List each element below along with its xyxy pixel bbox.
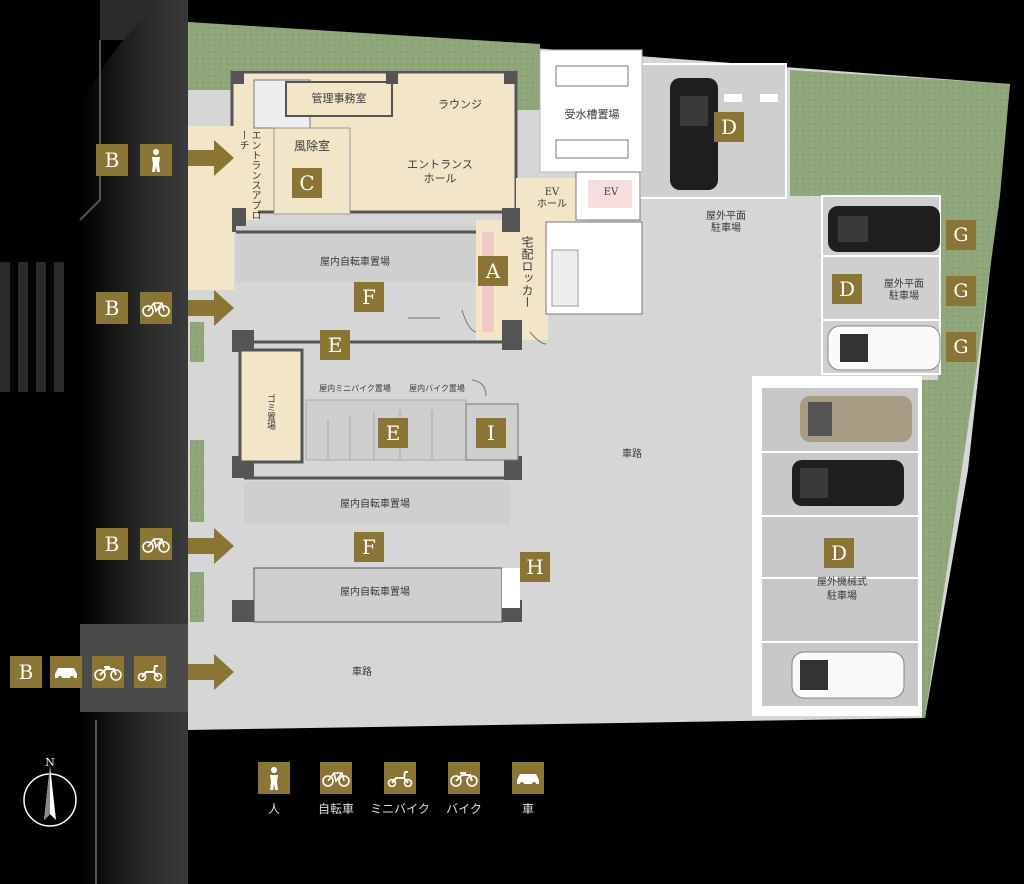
north-arrow-shape	[23, 766, 77, 827]
flat-parking-label-2a: 屋外平面	[884, 279, 924, 290]
badge-d-top: D	[714, 112, 744, 142]
garbage-room-label: ゴミ置場	[265, 394, 275, 430]
motorbike-label: 屋内バイク置場	[409, 384, 465, 393]
badge-e-mid: E	[378, 418, 408, 448]
legend-bicycle-label: 自転車	[317, 802, 354, 816]
legend-motorcycle-icon	[448, 762, 480, 794]
legend-person-label: 人	[267, 802, 280, 816]
entry-b-pedestrian: B	[96, 144, 128, 176]
scooter-icon	[134, 656, 166, 688]
badge-e-top: E	[320, 330, 350, 360]
legend-scooter-label: ミニバイク	[370, 802, 430, 816]
north-label: N	[45, 756, 55, 769]
badge-d-mech: D	[824, 538, 854, 568]
entry-b-bicycle-1: B	[96, 292, 128, 324]
legend-car-label: 車	[521, 802, 534, 816]
indoor-bike-label-3: 屋内自転車置場	[340, 587, 410, 598]
ev-hall-label-2: ホール	[537, 199, 567, 210]
car-icon	[50, 656, 82, 688]
entrance-hall-label-1: エントランス	[407, 158, 473, 171]
badge-g-1: G	[946, 220, 976, 250]
ev-hall-label-1: EV	[544, 187, 560, 198]
kanri-room-label: 管理事務室	[311, 92, 367, 105]
windbreak-room-label: 風除室	[293, 139, 330, 153]
bicycle-icon	[140, 528, 172, 560]
badge-g-2: G	[946, 276, 976, 306]
legend-car-icon	[512, 762, 544, 794]
ev-label: EV	[603, 187, 619, 198]
flat-parking-label-1b: 駐車場	[711, 223, 741, 234]
badge-f-1: F	[354, 282, 384, 312]
delivery-locker-label: 宅配ロッカー	[520, 236, 534, 308]
badge-c: C	[292, 168, 322, 198]
motorcycle-icon	[92, 656, 124, 688]
road-label-1: 車路	[622, 449, 642, 460]
legend-person-icon	[258, 762, 290, 794]
lounge-label: ラウンジ	[438, 98, 482, 111]
badge-a: A	[478, 256, 508, 286]
indoor-bike-label-1: 屋内自転車置場	[320, 257, 390, 268]
person-icon	[140, 144, 172, 176]
badge-h: H	[520, 552, 550, 582]
badge-f-2: F	[354, 532, 384, 562]
flat-parking-label-1a: 屋外平面	[706, 211, 746, 222]
legend-motorcycle-label: バイク	[446, 802, 482, 816]
entry-b-vehicle: B	[10, 656, 42, 688]
minibike-label: 屋内ミニバイク置場	[319, 384, 391, 393]
entry-b-bicycle-2: B	[96, 528, 128, 560]
mech-parking-label-b: 駐車場	[827, 591, 857, 602]
indoor-bike-label-2: 屋内自転車置場	[340, 499, 410, 510]
mech-parking-label-a: 屋外機械式	[817, 577, 867, 588]
bicycle-icon	[140, 292, 172, 324]
entrance-hall-label-2: ホール	[423, 172, 457, 185]
water-tank-label: 受水槽置場	[564, 108, 620, 121]
road-label-2: 車路	[352, 667, 372, 678]
public-road-lower	[80, 712, 188, 884]
badge-i: I	[476, 418, 506, 448]
approach-label: エントランスアプローチ	[237, 130, 260, 220]
legend-bicycle-icon	[320, 762, 352, 794]
flat-parking-label-2b: 駐車場	[889, 291, 919, 302]
legend-scooter-icon	[384, 762, 416, 794]
car-shape-group	[670, 78, 941, 699]
badge-g-3: G	[946, 332, 976, 362]
badge-d-right: D	[832, 274, 862, 304]
